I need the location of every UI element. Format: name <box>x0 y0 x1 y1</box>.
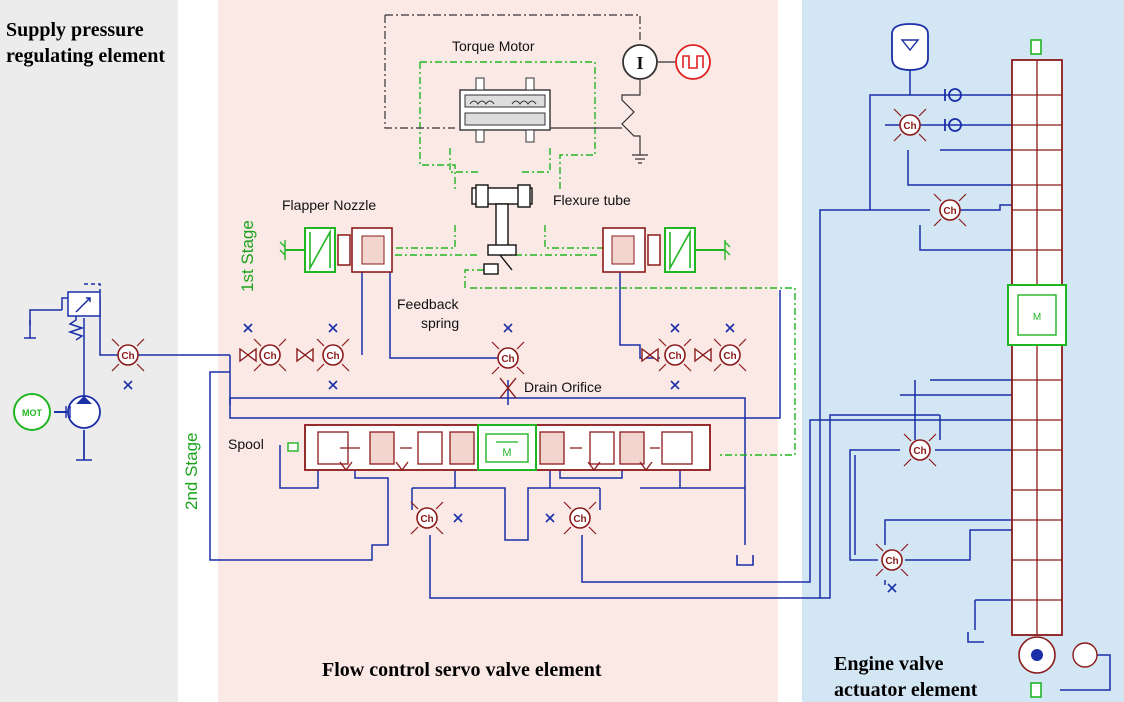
actuator-heading-line2: actuator element <box>834 679 978 701</box>
supply-heading-line1: Supply pressure <box>6 19 144 41</box>
chamber-nodes: Ch Ch Ch Ch Ch Ch Ch Ch Ch Ch Ch Ch <box>111 108 967 577</box>
accumulator-icon <box>891 23 929 95</box>
feedback-lines <box>390 61 796 456</box>
supply-heading-line2: regulating element <box>6 45 166 67</box>
supply-panel <box>0 0 178 702</box>
svg-text:Ch: Ch <box>420 514 433 525</box>
svg-text:Ch: Ch <box>903 121 916 132</box>
spool-label: Spool <box>228 436 264 452</box>
hydraulic-lines <box>29 94 1111 691</box>
second-stage-label: 2nd Stage <box>182 432 201 510</box>
svg-text:Ch: Ch <box>573 514 586 525</box>
first-stage-label: 1st Stage <box>238 220 257 292</box>
drain-orifice-label: Drain Orifice <box>524 379 602 395</box>
svg-text:Ch: Ch <box>913 446 926 457</box>
current-source-icon: I <box>622 44 658 80</box>
motor-icon: MOT <box>13 393 51 431</box>
svg-text:Ch: Ch <box>943 206 956 217</box>
svg-text:Ch: Ch <box>501 354 514 365</box>
svg-text:Ch: Ch <box>263 351 276 362</box>
electrical-lines <box>384 14 675 164</box>
actuator-column: M <box>1007 39 1098 698</box>
feedback-label-line2: spring <box>421 315 460 331</box>
check-valve-icons <box>944 88 962 132</box>
svg-text:M: M <box>1033 312 1041 323</box>
flexure-tube-label: Flexure tube <box>553 192 631 208</box>
relief-valve <box>24 283 101 341</box>
flexure-tube <box>471 184 533 275</box>
actuator-heading-line1: Engine valve <box>834 653 944 675</box>
spool: M <box>287 424 711 471</box>
svg-text:Ch: Ch <box>668 351 681 362</box>
tank-icons <box>736 555 984 643</box>
signal-generator-icon <box>675 44 711 80</box>
svg-text:Ch: Ch <box>723 351 736 362</box>
svg-text:Ch: Ch <box>885 556 898 567</box>
svg-text:M: M <box>502 447 511 459</box>
svg-text:MOT: MOT <box>22 408 42 418</box>
flapper-nozzle-label: Flapper Nozzle <box>282 197 377 213</box>
flapper-nozzle-right <box>602 227 731 273</box>
orifices <box>239 348 712 472</box>
svg-text:Ch: Ch <box>326 351 339 362</box>
feedback-label-line1: Feedback <box>397 296 459 312</box>
torque-motor <box>459 77 551 143</box>
flapper-nozzle-left <box>279 227 393 273</box>
torque-motor-label: Torque Motor <box>452 38 535 54</box>
servo-valve-heading: Flow control servo valve element <box>322 659 602 681</box>
svg-text:Ch: Ch <box>121 351 134 362</box>
svg-text:I: I <box>636 53 643 73</box>
actuator-panel <box>802 0 1124 702</box>
pump-icon <box>54 395 101 461</box>
